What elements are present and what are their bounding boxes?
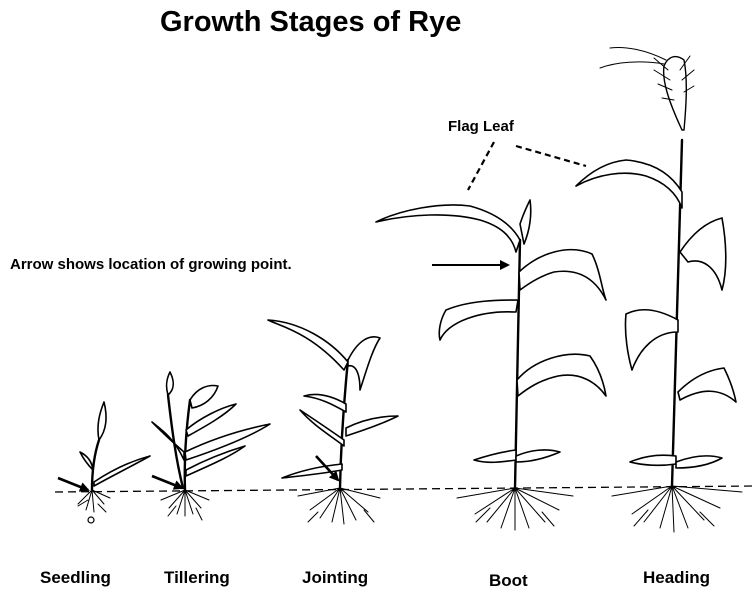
seedling-plant (78, 402, 150, 523)
stage-label-tillering: Tillering (164, 568, 230, 588)
arrow-right-icon (152, 476, 182, 488)
jointing-plant (268, 320, 398, 524)
flag-leaf-pointer-left (468, 142, 494, 190)
stage-label-heading: Heading (643, 568, 710, 588)
arrow-right-icon (58, 478, 88, 490)
stage-label-boot: Boot (489, 571, 528, 590)
flag-leaf-pointer-right (516, 146, 586, 166)
soil-line (55, 486, 756, 492)
stage-label-jointing: Jointing (302, 568, 368, 588)
growing-point-label: Arrow shows location of growing point. (10, 256, 292, 273)
flag-leaf-label: Flag Leaf (448, 118, 514, 135)
boot-plant (376, 200, 606, 530)
tillering-plant (152, 372, 270, 520)
stage-label-seedling: Seedling (40, 568, 111, 588)
